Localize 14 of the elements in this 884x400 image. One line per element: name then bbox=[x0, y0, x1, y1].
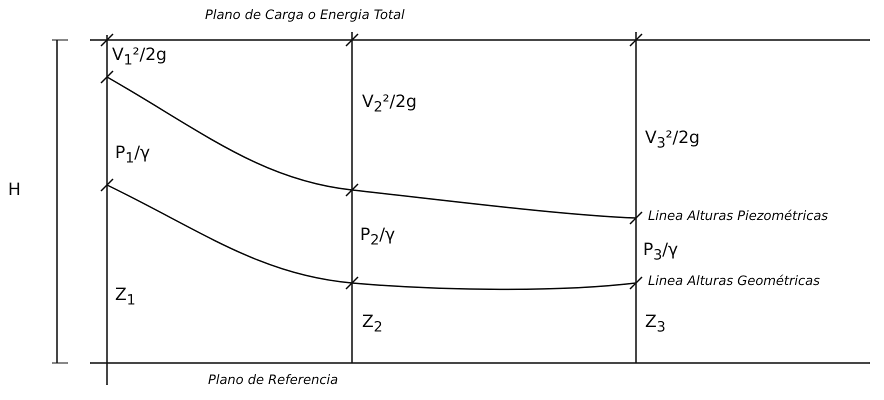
formula-label: Z$_{2}$ bbox=[362, 312, 383, 336]
formula-label: V$_{2}$²/2g bbox=[362, 92, 417, 116]
line-label: Linea Alturas Piezométricas bbox=[648, 209, 828, 224]
formula-label: P$_{1}$/γ bbox=[115, 143, 150, 166]
formula-label: Z$_{3}$ bbox=[645, 312, 666, 336]
line-label: Linea Alturas Geométricas bbox=[648, 274, 820, 289]
formula-label: V$_{3}$²/2g bbox=[645, 128, 700, 152]
line-label: Plano de Referencia bbox=[208, 373, 338, 388]
line-label: Plano de Carga o Energia Total bbox=[205, 8, 405, 23]
dimension-label: H bbox=[8, 180, 21, 200]
formula-label: Z$_{1}$ bbox=[115, 285, 136, 308]
formula-label: P$_{3}$/γ bbox=[643, 240, 678, 264]
formula-label: P$_{2}$/γ bbox=[360, 225, 396, 248]
formula-label: V$_{1}$²/2g bbox=[112, 45, 167, 68]
